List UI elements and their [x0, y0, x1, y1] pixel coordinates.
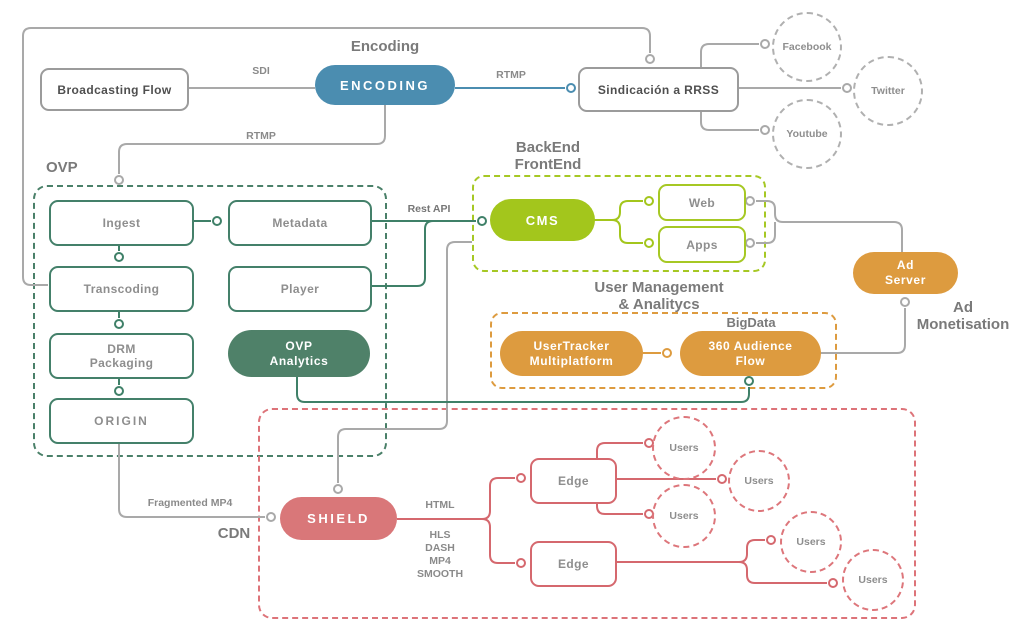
wire-sindicacion-to-facebook [700, 43, 759, 67]
node-web: Web [658, 184, 746, 221]
encoding-section-title: Encoding [350, 38, 420, 55]
cdn-title: CDN [217, 525, 251, 542]
bigdata-title: BigData [726, 315, 776, 330]
node-metadata: Metadata [228, 200, 372, 246]
ring-facebook [760, 39, 770, 49]
node-broadcasting-flow: Broadcasting Flow [40, 68, 189, 111]
node-player: Player [228, 266, 372, 312]
html-label: HTML [425, 499, 455, 511]
node-facebook: Facebook [772, 12, 842, 82]
node-youtube: Youtube [772, 99, 842, 169]
ring-sindicacion-top [645, 54, 655, 64]
ovp-section-title: OVP [46, 159, 78, 176]
sdi-label: SDI [252, 65, 270, 77]
node-ad-server: Ad Server [853, 252, 958, 294]
node-origin: ORIGIN [49, 398, 194, 444]
node-usertracker-multiplatform: UserTracker Multiplatform [500, 331, 643, 376]
node-edge-1: Edge [530, 458, 617, 504]
rtmp-ovp-label: RTMP [246, 130, 276, 142]
node-drm-packaging: DRM Packaging [49, 333, 194, 379]
node-shield: SHIELD [280, 497, 397, 540]
ad-monetisation-title: Ad Monetisation [916, 299, 1010, 333]
node-transcoding: Transcoding [49, 266, 194, 312]
node-cms: CMS [490, 199, 595, 241]
node-edge-2: Edge [530, 541, 617, 587]
node-twitter: Twitter [853, 56, 923, 126]
node-360-audience-flow: 360 Audience Flow [680, 331, 821, 376]
node-sindicacion-rrss: Sindicación a RRSS [578, 67, 739, 112]
node-ovp-analytics: OVP Analytics [228, 330, 370, 377]
fragmented-mp4-label: Fragmented MP4 [147, 497, 233, 509]
ring-sindicacion-in [566, 83, 576, 93]
wire-web-to-adserver [756, 200, 903, 252]
node-users-a: Users [652, 416, 716, 480]
node-users-b: Users [728, 450, 790, 512]
node-users-e: Users [842, 549, 904, 611]
rtmp-social-label: RTMP [496, 69, 526, 81]
backend-frontend-section-title: BackEnd FrontEnd [514, 139, 582, 173]
node-users-d: Users [780, 511, 842, 573]
ring-twitter [842, 83, 852, 93]
node-ingest: Ingest [49, 200, 194, 246]
ring-ovp-entry [114, 175, 124, 185]
node-apps: Apps [658, 226, 746, 263]
node-encoding: ENCODING [315, 65, 455, 105]
ring-youtube [760, 125, 770, 135]
user-management-section-title: User Management & Analitycs [594, 279, 724, 313]
protocols-label: HLS DASH MP4 SMOOTH [416, 529, 464, 580]
rest-api-label: Rest API [407, 203, 451, 215]
node-users-c: Users [652, 484, 716, 548]
